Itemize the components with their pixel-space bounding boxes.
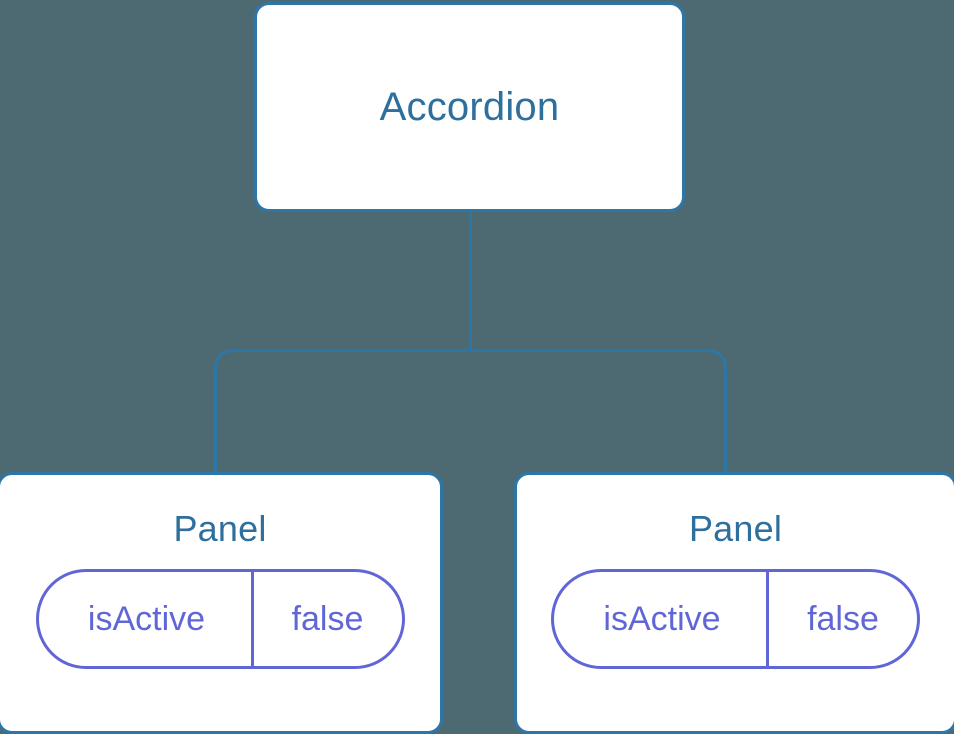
state-pill-panel-2[interactable]: isActive false xyxy=(551,569,920,669)
node-panel-2[interactable]: Panel isActive false xyxy=(514,472,954,734)
node-panel-2-label: Panel xyxy=(688,508,783,549)
state-value-panel-1: false xyxy=(250,572,402,666)
state-pill-panel-1[interactable]: isActive false xyxy=(35,569,405,669)
state-key-panel-2: isActive xyxy=(603,600,721,638)
connector-branch-right xyxy=(470,349,727,474)
state-key-panel-1: isActive xyxy=(87,600,206,638)
node-accordion-label: Accordion xyxy=(379,85,560,129)
node-accordion[interactable]: Accordion xyxy=(254,2,685,212)
state-value-panel-2: false xyxy=(766,572,917,666)
connector-branch-left xyxy=(214,349,471,474)
node-panel-1[interactable]: Panel isActive false xyxy=(0,472,443,734)
node-panel-1-label: Panel xyxy=(173,508,267,549)
